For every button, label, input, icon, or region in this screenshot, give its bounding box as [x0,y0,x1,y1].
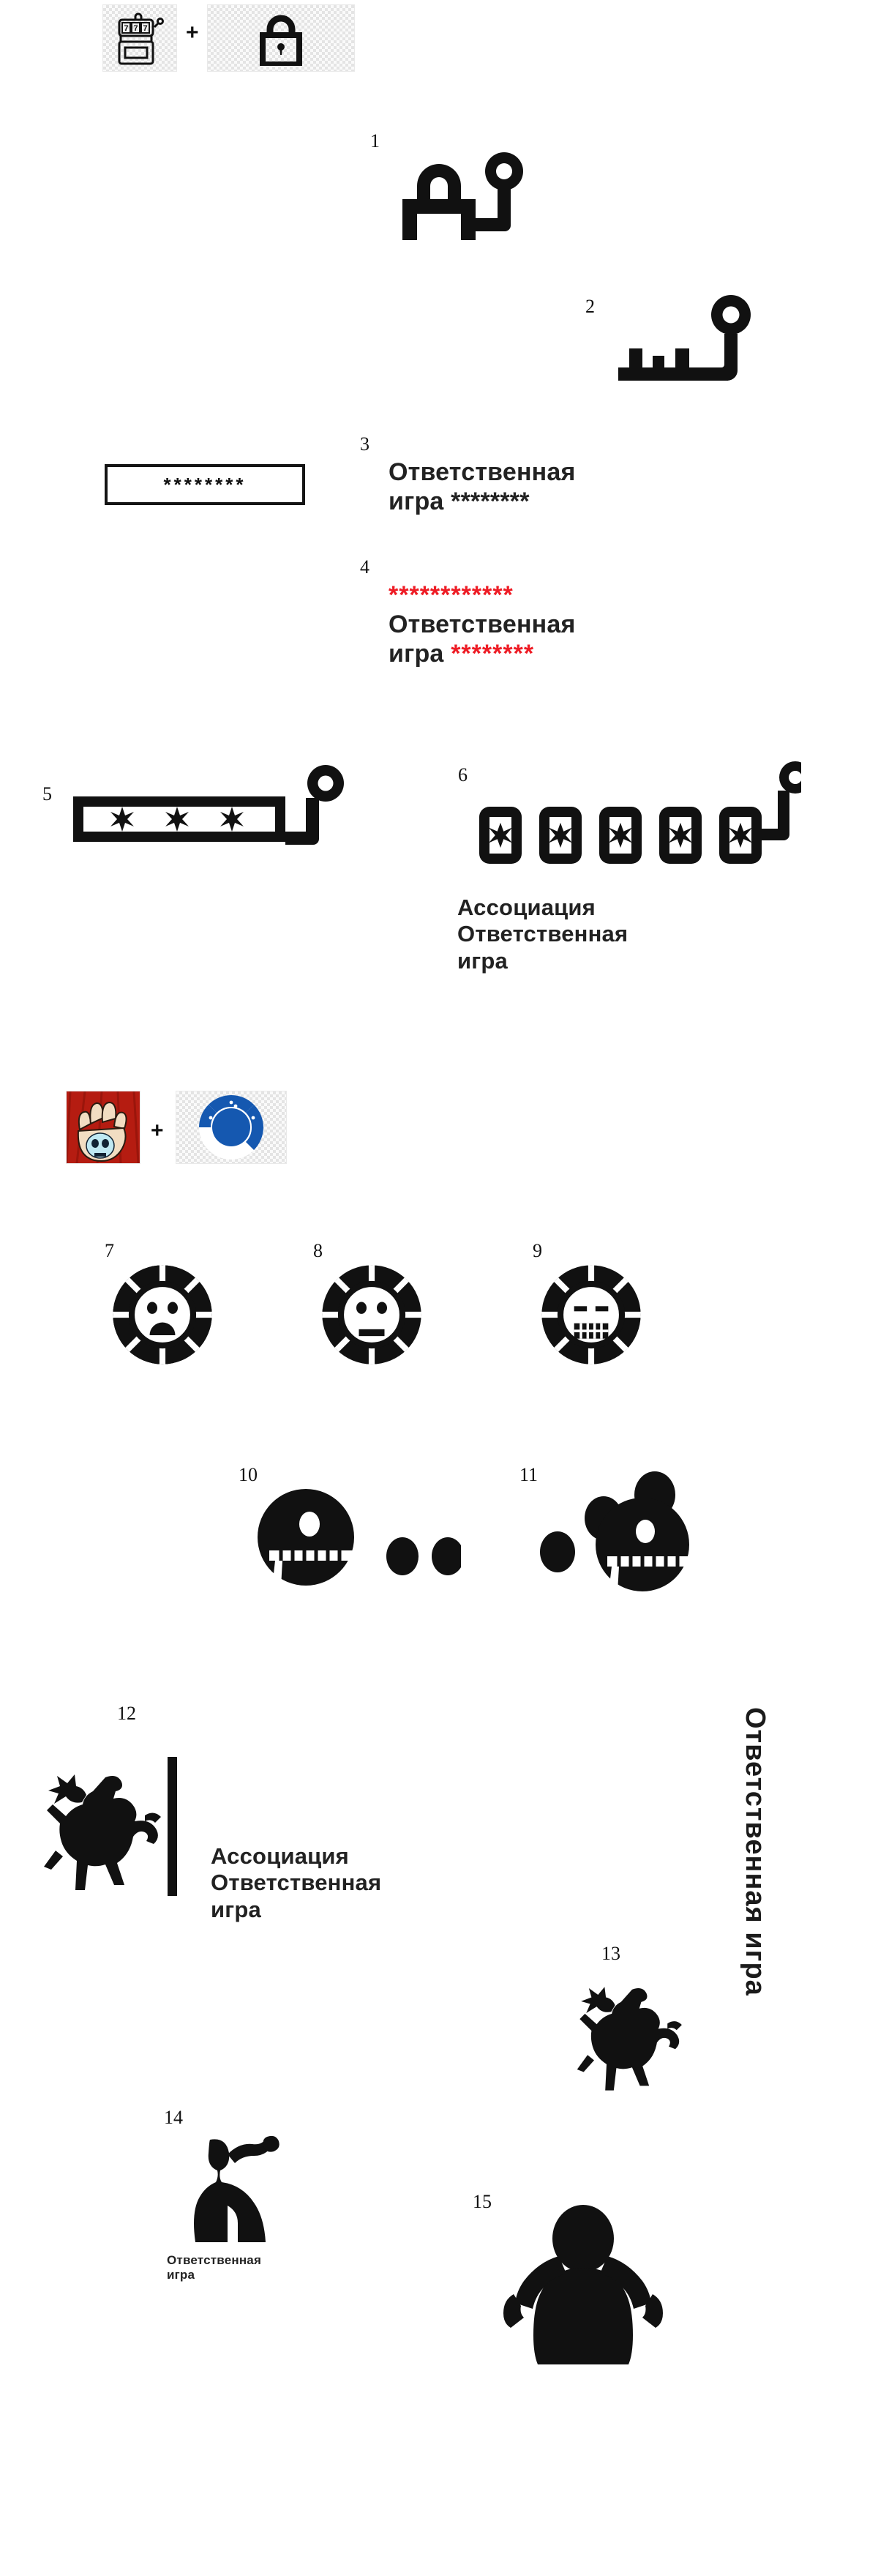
padlock-icon [260,15,302,66]
wordmark-6-line1: Ассоциация [457,895,596,920]
concept-number-7: 7 [105,1240,114,1261]
plus-operator-2: + [151,1119,164,1143]
wordmark-6-line3: игра [457,947,508,974]
saluting-person-icon [178,2127,306,2247]
pacman-chips-above-icon [519,1471,710,1592]
concept-number-10: 10 [239,1464,258,1485]
poker-chip-thumbnail [176,1091,287,1164]
padlock-thumbnail [207,4,355,72]
chip-neutral-face-icon [320,1263,423,1366]
concept-number-13: 13 [601,1943,620,1964]
wordmark-4-stars-top: ************ [389,581,514,609]
padlock-with-lever-mark [386,146,525,242]
wordmark-12-line2: Ответственная [211,1870,382,1896]
wordmark-12-line3: игра [211,1896,261,1922]
password-box-lever-mark [67,761,360,856]
password-field-box-3[interactable]: ******** [105,464,305,505]
wordmark-13-vertical: Ответственная игра [739,1707,770,1996]
svg-text:7: 7 [134,24,138,33]
plus-operator-1: + [186,20,199,45]
password-field-value-3: ******** [163,473,247,496]
person-hands-on-head-icon [492,2203,675,2364]
wordmark-6: Ассоциация Ответственная игра [457,895,765,974]
wordmark-3-line1: Ответственная [389,458,576,486]
concept-number-14: 14 [164,2107,183,2128]
reel-asterisks-lockup-icon [454,761,801,864]
concept-number-6: 6 [458,764,468,785]
concept-number-2: 2 [585,296,595,317]
concept-number-9: 9 [533,1240,542,1261]
wordmark-4-line2: игра [389,639,444,668]
wordmark-3: Ответственная игра ******** [389,458,696,517]
concept-number-11: 11 [519,1464,539,1485]
wordmark-3-line2: игра ******** [389,487,530,515]
rearing-horse-icon-13 [569,1976,694,2094]
wordmark-14: Ответственная игра [167,2253,408,2282]
concept-number-15: 15 [473,2191,492,2212]
concept-number-4: 4 [360,556,369,578]
svg-text:7: 7 [143,24,148,33]
rearing-horse-icon-12 [35,1764,174,1892]
wordmark-4-line2-wrap: игра ******** [389,640,703,669]
hand-skull-thumbnail [66,1091,140,1164]
wordmark-14-line1: Ответственная [167,2253,262,2267]
hand-with-skull-card-image [67,1091,140,1163]
concept-number-12: 12 [117,1703,136,1724]
concept-number-1: 1 [370,130,380,152]
wordmark-4: ************ Ответственная игра ******** [389,581,703,668]
wordmark-12-line1: Ассоциация [211,1843,349,1869]
wordmark-4-line1: Ответственная [389,610,576,638]
concept-number-3: 3 [360,433,369,455]
concept-number-5: 5 [42,783,52,804]
svg-text:7: 7 [124,24,129,33]
divider-bar-12 [168,1757,177,1896]
wordmark-4-line2-stars: ******** [451,639,535,668]
wordmark-6-line2: Ответственная [457,921,629,947]
blue-poker-chip-icon [199,1095,263,1160]
wordmark-12: Ассоциация Ответственная игра [211,1843,518,1923]
wordmark-14-line2: игра [167,2268,195,2282]
chip-sad-face-icon [111,1263,214,1366]
key-with-lever-mark [600,291,757,383]
pacman-eating-chips-icon [256,1486,461,1588]
chip-gritted-teeth-face-icon [540,1263,642,1366]
concept-number-8: 8 [313,1240,323,1261]
